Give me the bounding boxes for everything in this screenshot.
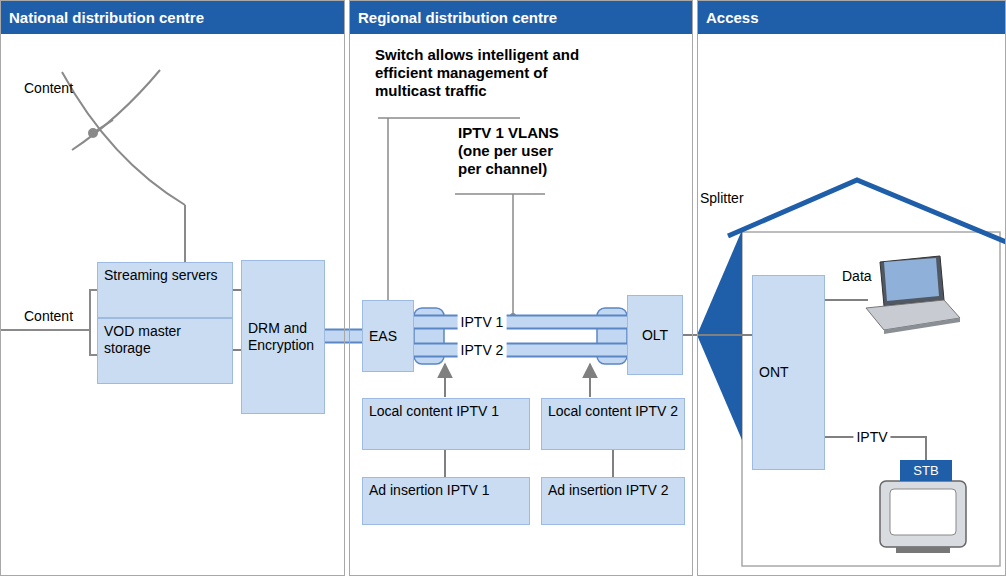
tv-screen (890, 489, 956, 535)
box-text: Streaming servers (104, 267, 218, 284)
box-text: Local content IPTV 1 (369, 403, 499, 420)
switch-box: EAS (362, 300, 414, 372)
leader-line (512, 194, 514, 314)
house-roof (728, 180, 1006, 242)
television-icon (880, 481, 966, 553)
encryption-box: DRM and Encryption (241, 260, 325, 414)
dish-arc (72, 70, 160, 150)
connector-group (445, 450, 446, 477)
connector-group (414, 350, 627, 351)
panel-heading: Access (698, 1, 1005, 34)
content-box: Local content IPTV 2 (541, 398, 685, 450)
content-label: Content (24, 80, 73, 97)
connector-group (233, 350, 241, 351)
dish-arc (62, 72, 185, 205)
leader-line (387, 118, 389, 300)
tv-stand (896, 547, 950, 553)
box-text: DRM and Encryption (248, 320, 318, 354)
connector-group (414, 322, 627, 323)
fibre-tube (325, 329, 362, 344)
panel-heading: National distribution centre (1, 1, 344, 34)
box-text: Ad insertion IPTV 2 (548, 482, 669, 499)
connector-line (683, 334, 752, 336)
connector-group (325, 336, 362, 337)
box-text: EAS (369, 328, 397, 345)
olt-box: OLT (627, 295, 683, 375)
laptop-base (884, 318, 960, 334)
content-feed-wire (184, 205, 186, 262)
laptop-icon (866, 256, 960, 334)
box-text: ONT (759, 364, 789, 381)
ont-box: ONT (752, 275, 825, 470)
connector-group (233, 290, 241, 291)
fibre-tube (414, 315, 627, 330)
leader-line (455, 193, 545, 195)
insertion-arrow (589, 364, 591, 397)
content-box: Local content IPTV 1 (362, 398, 530, 450)
content-wire (0, 290, 97, 355)
connector-label: IPTV 2 (458, 342, 507, 358)
connector-line (233, 349, 241, 351)
connector-group (683, 335, 752, 336)
connector-group (613, 450, 614, 477)
connector-label: IPTV (853, 429, 890, 445)
dish-feed-dot (89, 129, 97, 137)
house-wall (742, 232, 1000, 566)
content-label: Content (24, 308, 73, 325)
splitter-label: Splitter (700, 190, 744, 207)
connector-line (444, 450, 446, 477)
connector-line (233, 289, 241, 291)
access-panel: AccessONT STB (697, 0, 1006, 576)
box-text: VOD master storage (104, 323, 226, 357)
connector-label: IPTV 1 (458, 314, 507, 330)
server-box: Streaming servers (97, 262, 233, 318)
callout-note: IPTV 1 VLANS (one per user per channel) (458, 124, 576, 178)
box-text: OLT (642, 327, 668, 344)
box-text: Ad insertion IPTV 1 (369, 482, 490, 499)
data-wire (825, 299, 868, 301)
ad-box: Ad insertion IPTV 1 (362, 477, 530, 525)
tube-highlight (325, 331, 362, 342)
content-wire (0, 329, 90, 331)
storage-box: VOD master storage (97, 318, 233, 384)
box-text: Local content IPTV 2 (548, 403, 678, 420)
panel-heading: Regional distribution centre (350, 1, 692, 34)
laptop-screen (880, 256, 944, 306)
tv-housing (880, 481, 966, 547)
data-label: Data (842, 268, 872, 285)
callout-note: Switch allows intelligent and efficient … (375, 46, 593, 100)
tube-highlight (414, 345, 627, 356)
insertion-arrow (444, 364, 446, 397)
connector-line (612, 450, 614, 477)
laptop-display (884, 258, 939, 301)
ad-box: Ad insertion IPTV 2 (541, 477, 685, 525)
fibre-tube (414, 343, 627, 358)
satellite-dish (62, 70, 185, 262)
tube-highlight (414, 317, 627, 328)
box-text: STB (913, 462, 938, 479)
content-wire (90, 290, 97, 355)
leader-line (378, 117, 520, 119)
stb-box: STB (900, 460, 952, 481)
